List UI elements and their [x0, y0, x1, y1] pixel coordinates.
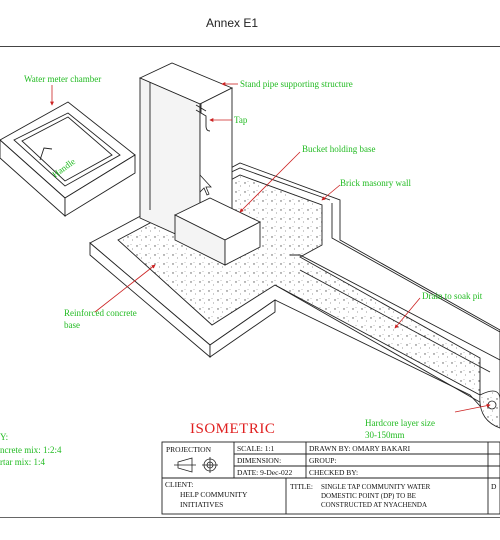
note-line-2: ncrete mix: 1:2:4: [0, 445, 62, 455]
annex-heading: Annex E1: [205, 16, 259, 30]
tb-cut-d: D: [491, 482, 497, 491]
tb-checked-by: CHECKED BY:: [309, 468, 358, 477]
mouse-cursor-icon: [199, 173, 212, 196]
note-line-3: rtar mix: 1:4: [0, 457, 45, 467]
bucket-holding-base: [173, 197, 262, 266]
label-reinforced-1: Reinforced concrete: [64, 308, 137, 318]
tb-dimension: DIMENSION:: [237, 456, 281, 465]
tb-group: GROUP:: [309, 456, 337, 465]
soak-pit-outlet: [479, 390, 500, 429]
tap-fixture: [195, 103, 211, 132]
drawing-frame: [0, 46, 500, 518]
tb-title-1: SINGLE TAP COMMUNITY WATER: [321, 483, 431, 491]
label-brick-wall: Brick masonry wall: [340, 178, 411, 188]
projection-symbol-icon: [174, 457, 218, 473]
tb-client-1: HELP COMMUNITY: [180, 490, 248, 499]
tb-projection: PROJECTION: [166, 445, 212, 454]
label-hardcore-1: Hardcore layer size: [365, 418, 435, 428]
label-bucket-base: Bucket holding base: [302, 144, 376, 154]
tb-client-label: CLIENT:: [165, 480, 193, 489]
label-reinforced-2: base: [64, 320, 80, 330]
drawing-title: ISOMETRIC: [190, 421, 275, 437]
label-tap: Tap: [234, 115, 248, 125]
tb-client-2: INITIATIVES: [180, 500, 223, 509]
tb-title-3: CONSTRUCTED AT NYACHENDA: [321, 501, 427, 509]
label-water-meter-chamber: Water meter chamber: [24, 74, 101, 84]
tb-title-label: TITLE:: [290, 482, 313, 491]
tb-date: DATE: 9-Dec-022: [237, 468, 292, 477]
tb-scale: SCALE: 1:1: [237, 444, 275, 453]
label-drain: Drain to soak pit: [422, 291, 483, 301]
title-block: [161, 441, 500, 515]
label-stand-pipe: Stand pipe supporting structure: [240, 79, 353, 89]
note-line-1: Y:: [0, 432, 8, 442]
tb-drawn-by: DRAWN BY: OMARY BAKARI: [309, 444, 411, 453]
tb-title-2: DOMESTIC POINT (DP) TO BE: [321, 492, 416, 500]
water-meter-chamber: [0, 101, 136, 218]
label-hardcore-2: 30-150mm: [365, 430, 405, 440]
leader-lines: [50, 82, 491, 413]
